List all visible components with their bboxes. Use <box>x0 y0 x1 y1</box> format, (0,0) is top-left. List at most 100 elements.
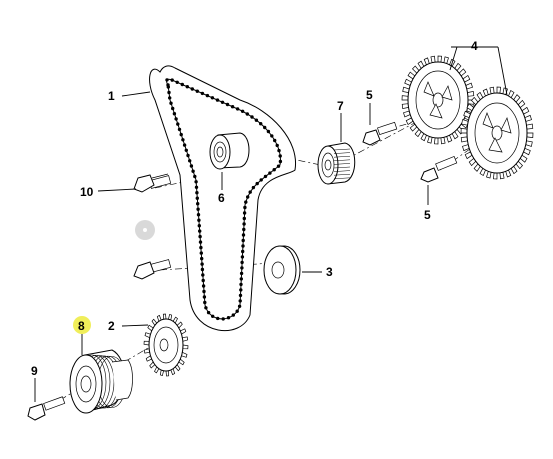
belt-tooth <box>259 178 263 182</box>
belt-tooth <box>231 313 235 317</box>
knurl-line <box>333 155 351 158</box>
belt-tooth <box>206 310 211 315</box>
knurl-line <box>333 163 351 165</box>
gear-tooth <box>526 123 534 130</box>
belt-tooth <box>255 181 259 186</box>
belt-tooth <box>171 106 175 111</box>
belt-tooth <box>241 238 245 243</box>
belt-tooth <box>240 266 244 270</box>
belt-tooth <box>235 107 240 111</box>
callout-belt[interactable]: 1 <box>108 89 115 103</box>
gear-tooth <box>467 90 475 97</box>
belt-tooth <box>200 256 204 261</box>
belt-tooth <box>259 122 263 126</box>
belt-tooth <box>176 122 180 126</box>
belt-tooth <box>239 282 243 287</box>
belt-tooth <box>254 118 259 122</box>
belt-tooth <box>201 284 206 288</box>
bolt-tensioner <box>133 173 172 193</box>
callout-camshaft-gears[interactable]: 4 <box>471 39 478 53</box>
callout-idler[interactable]: 7 <box>337 99 344 113</box>
belt-tooth <box>194 185 199 189</box>
tensioner-roller <box>209 132 250 170</box>
belt-tooth <box>272 168 276 172</box>
belt-tooth <box>226 316 231 320</box>
belt-tooth <box>198 229 202 233</box>
belt-tooth <box>246 195 250 199</box>
belt-tooth <box>201 273 205 277</box>
gear-tooth <box>437 55 442 63</box>
belt-tooth <box>200 262 204 266</box>
belt-tooth <box>166 85 170 89</box>
callout-sprocket[interactable]: 2 <box>108 319 115 333</box>
belt-tooth <box>202 295 207 299</box>
belt-tooth <box>198 240 203 244</box>
belt-tooth <box>197 224 201 228</box>
belt-tooth <box>200 91 205 96</box>
callout-bolt-pulley[interactable]: 9 <box>31 364 38 378</box>
camshaft-gear-rear <box>401 55 475 145</box>
ghost-callout-marker[interactable] <box>135 220 155 240</box>
belt-tooth <box>195 191 199 195</box>
gear-tooth <box>493 172 498 180</box>
belt-tooth <box>266 129 271 134</box>
belt-tooth <box>188 159 192 163</box>
gear-tooth <box>460 128 468 134</box>
bolt-middle <box>133 259 172 280</box>
belt-tooth <box>225 102 230 107</box>
belt-tooth <box>240 260 244 265</box>
belt-tooth <box>275 143 279 148</box>
belt-tooth <box>179 132 183 137</box>
belt-tooth <box>245 112 249 116</box>
belt-tooth <box>239 277 243 281</box>
belt-tooth <box>165 78 169 82</box>
belt-tooth <box>270 134 274 138</box>
belt-tooth <box>241 249 245 254</box>
belt-tooth <box>191 169 195 173</box>
crank-pulley <box>69 349 133 414</box>
belt-tooth <box>182 143 187 147</box>
belt-tooth <box>196 207 200 211</box>
callout-bolt-upper[interactable]: 5 <box>366 88 373 102</box>
belt-tooth <box>251 185 256 190</box>
belt-tooth <box>174 117 178 121</box>
callout-washer[interactable]: 3 <box>326 265 333 279</box>
belt-tooth <box>195 89 199 93</box>
gear-tooth <box>165 370 170 377</box>
idler-roller <box>317 142 356 185</box>
knurl-line <box>333 159 351 162</box>
knurl-line <box>333 173 351 176</box>
belt-tooth <box>196 202 200 206</box>
callout-bolt-lower[interactable]: 5 <box>424 208 431 222</box>
belt-tooth <box>278 159 283 164</box>
callout-labels: 1 2 3 4 5 5 6 7 8 9 10 <box>31 39 478 378</box>
callout-pulley[interactable]: 8 <box>78 319 85 333</box>
belt-tooth <box>239 288 243 292</box>
callout-8-highlight <box>73 316 91 334</box>
bolt-pulley <box>27 396 66 421</box>
knurl-line <box>333 177 351 180</box>
belt-tooth <box>210 96 215 100</box>
belt-tooth <box>238 293 243 298</box>
belt-tooth <box>167 90 171 95</box>
timing-belt <box>149 65 297 331</box>
belt-tooth <box>263 125 267 130</box>
belt-tooth <box>221 317 225 321</box>
belt-tooth <box>273 138 277 143</box>
belt-tooth <box>216 316 220 321</box>
gear-tooth <box>460 136 468 143</box>
callout-bolt-tensioner[interactable]: 10 <box>80 185 94 199</box>
belt-tooth <box>205 93 210 98</box>
belt-tooth <box>169 101 173 105</box>
belt-tooth <box>263 174 268 179</box>
bolt-upper <box>362 121 398 146</box>
belt-tooth <box>240 109 245 114</box>
crank-sprocket <box>143 313 189 377</box>
belt-tooth <box>211 314 215 318</box>
knurl-line <box>333 152 351 154</box>
bolt-lower <box>420 156 458 183</box>
callout-tensioner[interactable]: 6 <box>218 191 225 205</box>
belt-tooth <box>199 251 203 255</box>
belt-tooth <box>242 211 247 215</box>
